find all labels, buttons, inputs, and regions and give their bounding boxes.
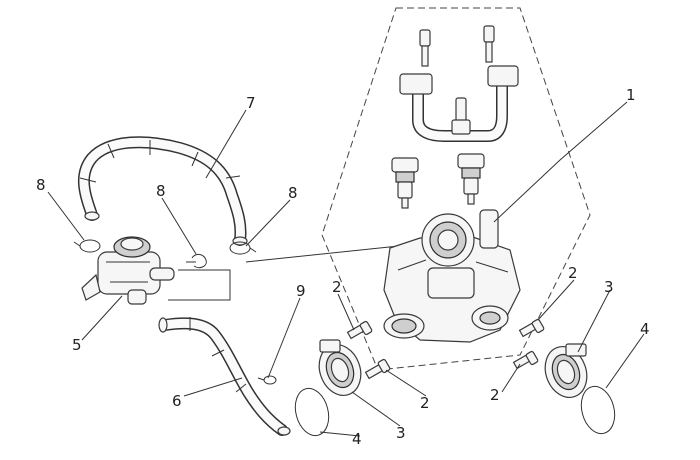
leader-lines <box>47 101 645 437</box>
callout-1: 1 <box>626 86 636 104</box>
callout-4-left: 4 <box>352 430 362 448</box>
o-ring-4-left <box>294 387 330 437</box>
o-ring-4-right <box>580 385 616 435</box>
injector-right <box>457 153 485 205</box>
fuel-rail <box>399 65 519 142</box>
boot-3-left <box>318 339 362 396</box>
callout-2-bottom-left: 2 <box>420 394 430 412</box>
hose-6 <box>158 317 291 436</box>
callout-3-left: 3 <box>396 424 406 442</box>
screw-2-a <box>346 320 373 340</box>
injector-left <box>391 157 419 209</box>
fuel-rail-bolts <box>419 25 495 67</box>
callout-8-left: 8 <box>36 176 46 194</box>
clamp-8-right <box>229 241 257 255</box>
callout-8-right: 8 <box>288 184 298 202</box>
screw-2-d <box>512 350 539 370</box>
screw-2-c <box>518 318 545 338</box>
callout-7: 7 <box>246 94 256 112</box>
callout-2-top-right: 2 <box>568 264 578 282</box>
screw-2-b <box>364 358 391 380</box>
throttle-body <box>383 209 521 343</box>
clamp-8-center <box>186 253 207 269</box>
callout-8-center: 8 <box>156 182 166 200</box>
valve-5 <box>81 236 175 305</box>
assembly-outline-1 <box>321 7 591 371</box>
callout-4-right: 4 <box>640 320 650 338</box>
connector-line <box>245 244 409 263</box>
callout-3-right: 3 <box>604 278 614 296</box>
callout-6: 6 <box>172 392 182 410</box>
callout-9: 9 <box>296 282 306 300</box>
hose-7 <box>77 136 248 246</box>
boot-3-right <box>544 343 588 398</box>
callout-5: 5 <box>72 336 82 354</box>
clamp-8-left <box>73 239 101 253</box>
clamp-9 <box>257 375 277 385</box>
callout-2-bottom-right: 2 <box>490 386 500 404</box>
callout-2-top-left: 2 <box>332 278 342 296</box>
